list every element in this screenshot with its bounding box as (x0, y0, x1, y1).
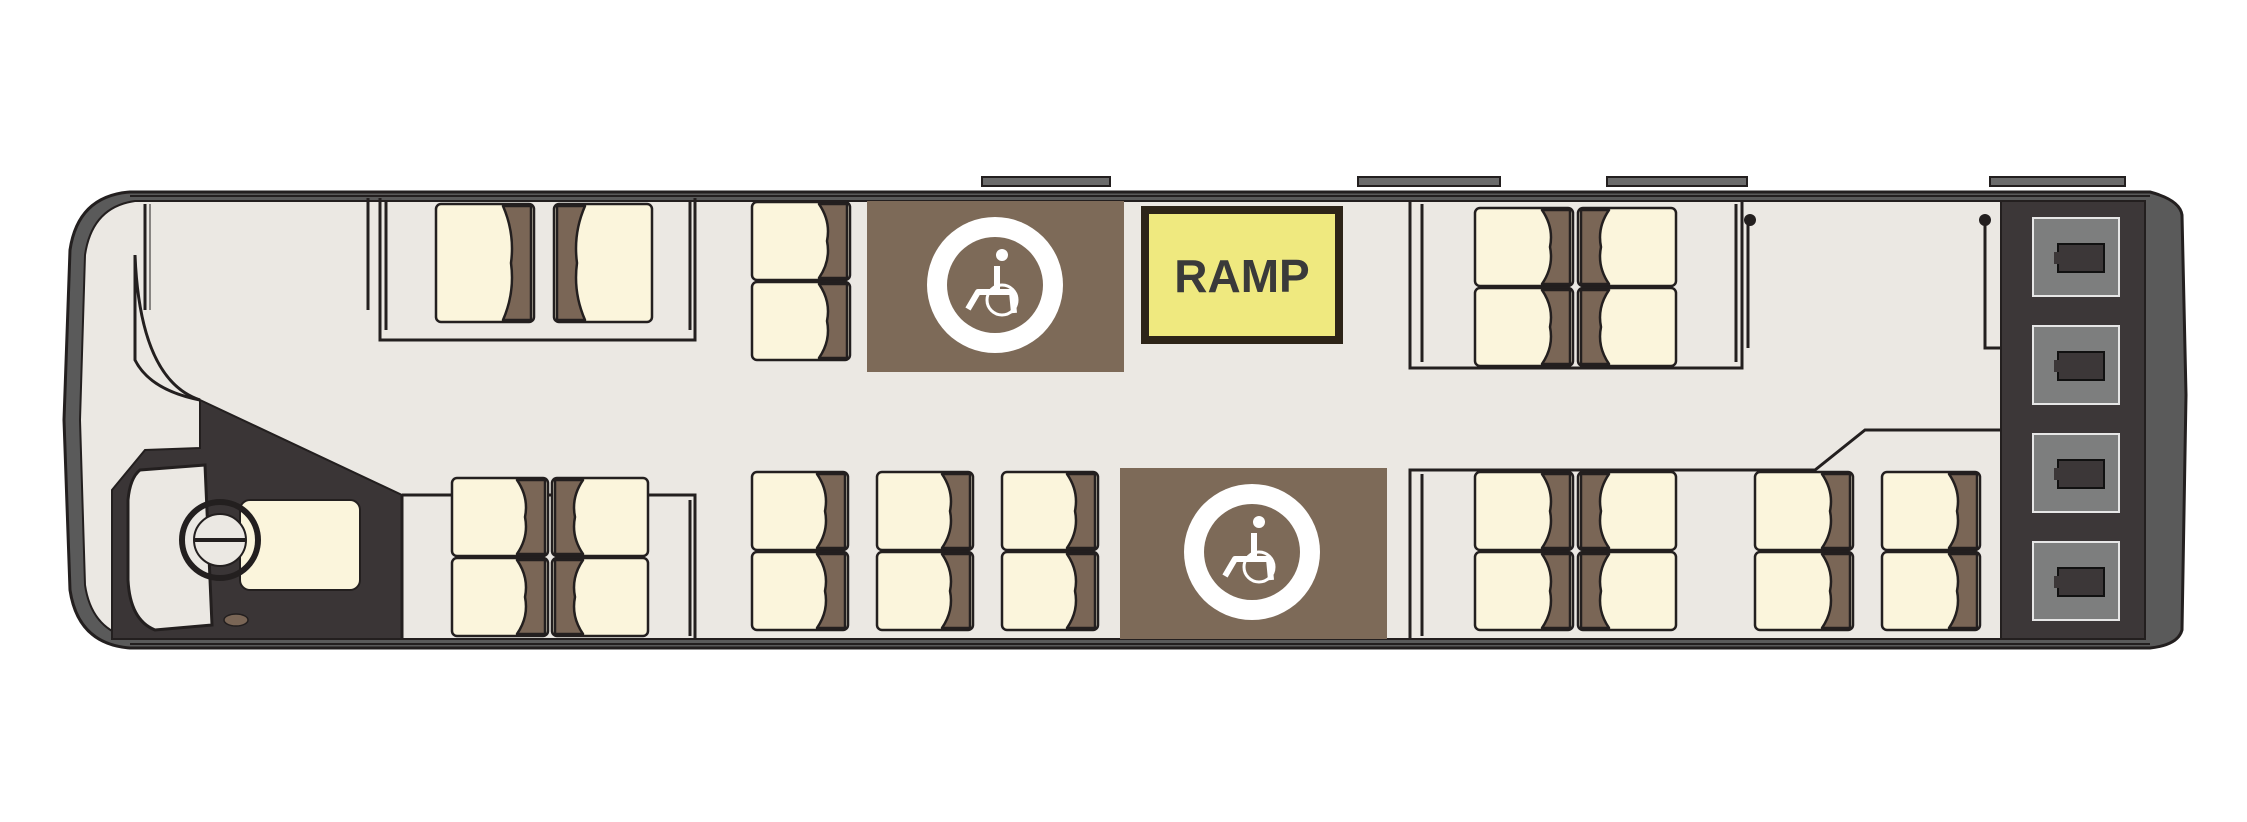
rear-engine-section (2000, 200, 2146, 640)
partitions (366, 198, 2001, 639)
seat (1473, 470, 1575, 552)
battery-icon (2032, 433, 2120, 513)
seat (750, 550, 850, 632)
seat (875, 550, 975, 632)
seat (1880, 550, 1982, 632)
seat (434, 202, 536, 324)
wheelchair-icon (1184, 484, 1320, 620)
seat (1473, 550, 1575, 632)
ramp-label: RAMP (1174, 250, 1309, 302)
seat (750, 200, 852, 282)
seat (1473, 206, 1575, 288)
roof-hatches (981, 176, 2126, 187)
battery-icon (2032, 217, 2120, 297)
steering-wheel-icon (179, 499, 261, 581)
seat (1000, 550, 1100, 632)
wheelchair-space-bottom (1120, 468, 1387, 639)
seat (1576, 286, 1678, 368)
driver-area (111, 204, 403, 640)
seat (1473, 286, 1575, 368)
seat (550, 556, 650, 638)
seat (750, 280, 852, 362)
grab-pole-tops (1744, 214, 1991, 226)
wheelchair-space-top (867, 201, 1124, 372)
battery-icon (2032, 541, 2120, 621)
seat (875, 470, 975, 552)
seat (1753, 470, 1855, 552)
seat (552, 202, 654, 324)
seat (1880, 470, 1982, 552)
seat (750, 470, 850, 552)
wheelchair-icon (927, 217, 1063, 353)
seat (1576, 470, 1678, 552)
seat (1576, 550, 1678, 632)
passenger-seats (434, 200, 1982, 638)
seat (450, 476, 550, 558)
seat (1753, 550, 1855, 632)
seat (550, 476, 650, 558)
seat (1000, 470, 1100, 552)
seat (450, 556, 550, 638)
battery-icon (2032, 325, 2120, 405)
ramp-sign: RAMP (1141, 206, 1343, 344)
seat (1576, 206, 1678, 288)
